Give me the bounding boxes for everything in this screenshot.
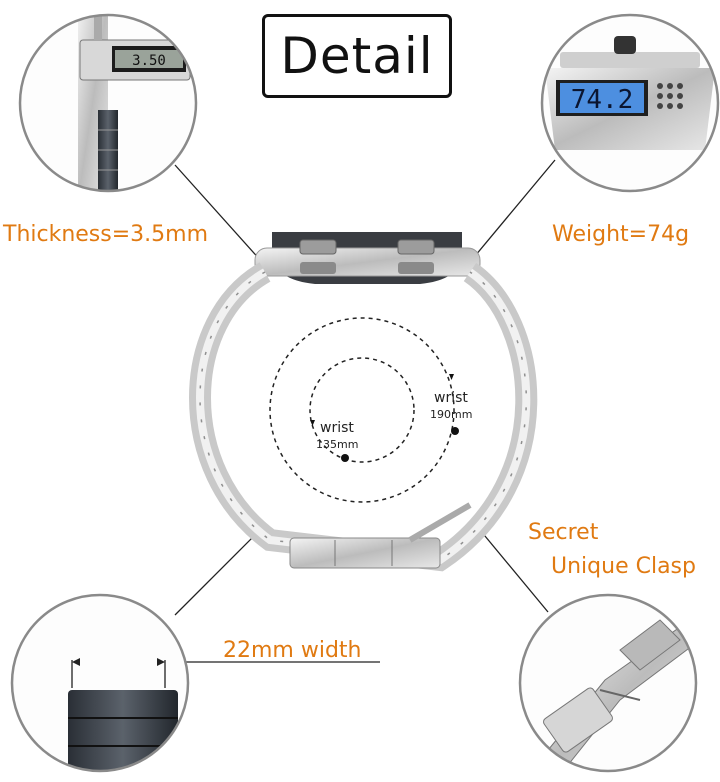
wrist-small-size: 135mm (316, 438, 359, 451)
scale-detail: 74.2 (540, 13, 720, 193)
caliper-detail: 3.50 (18, 13, 198, 193)
wrist-large-size: 190mm (430, 408, 473, 421)
detail-title: Detail (262, 14, 452, 98)
wrist-small-label: wrist (320, 420, 354, 436)
weight-label: Weight=74g (552, 222, 690, 247)
watch-case (254, 232, 481, 284)
scale-display: 74.2 (571, 85, 634, 115)
wrist-circles (269, 317, 455, 503)
clasp-detail (518, 593, 698, 773)
wrist-markers (310, 374, 459, 462)
thickness-label: Thickness=3.5mm (3, 222, 209, 247)
width-detail (10, 593, 190, 773)
width-label: 22mm width (223, 638, 362, 663)
clasp-label-line1: Secret (528, 520, 599, 545)
wrist-large-label: wrist (434, 390, 468, 406)
caliper-display: 3.50 (132, 53, 166, 69)
watch-band (189, 262, 538, 572)
clasp-label-line2: Unique Clasp (551, 554, 696, 579)
